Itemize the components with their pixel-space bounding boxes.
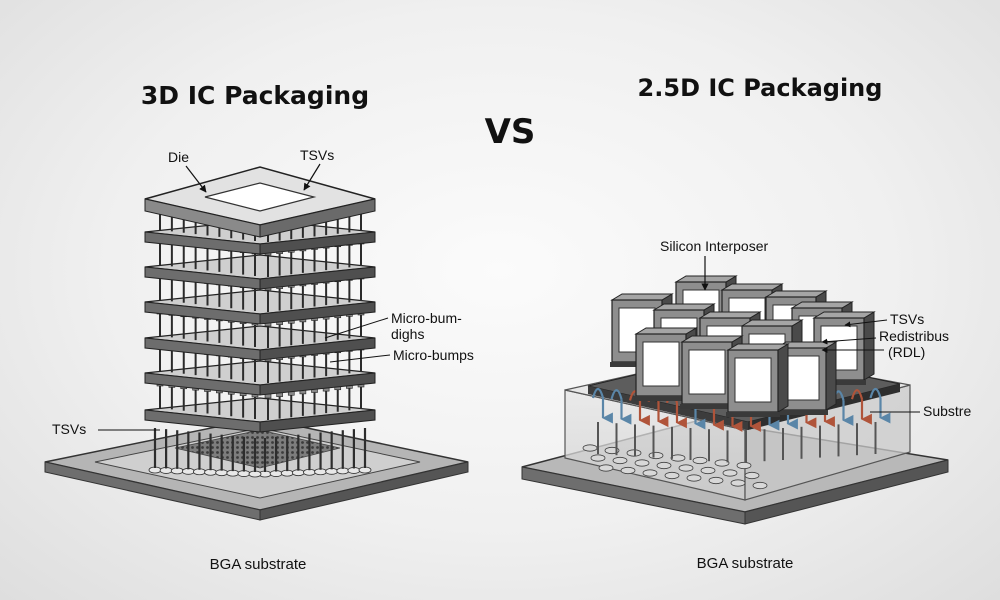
bga-ball xyxy=(752,481,768,490)
bga-ball xyxy=(656,461,672,470)
bga-ball xyxy=(686,474,702,482)
rdl-trace xyxy=(869,387,882,399)
left-die-layers xyxy=(144,203,376,433)
left-bga-substrate xyxy=(44,417,469,521)
micro-bump-label-line1: Micro-bum- xyxy=(391,310,462,326)
left-labels: Die TSVs Micro-bum- dighs Micro-bumps TS… xyxy=(52,147,474,573)
top-die xyxy=(144,166,376,238)
bga-ball xyxy=(670,454,686,462)
bga-ball xyxy=(664,471,680,480)
bga-ball xyxy=(590,454,606,462)
bga-ball xyxy=(582,444,598,452)
tsvs-bottom-label: TSVs xyxy=(52,421,86,437)
interposer-label: Silicon Interposer xyxy=(660,238,769,254)
chiplet-dies xyxy=(610,275,876,417)
rdl-label-line2: (RDL) xyxy=(888,344,925,360)
chiplet-die xyxy=(680,335,744,409)
rdl-trace xyxy=(610,389,623,400)
chiplet-die xyxy=(726,343,790,417)
bga-ball xyxy=(634,459,650,467)
tsvs-right-label: TSVs xyxy=(890,311,924,327)
bga-ball xyxy=(692,456,708,465)
bga-ball xyxy=(722,469,738,477)
bga-ball xyxy=(700,466,716,475)
right-substrate-label: BGA substrate xyxy=(697,555,794,572)
bga-ball xyxy=(620,466,636,475)
rdl-trace xyxy=(591,387,605,399)
bga-ball xyxy=(736,461,752,470)
rdl-trace xyxy=(850,389,864,400)
right-title: 2.5D IC Packaging xyxy=(638,74,883,102)
rdl-label-line1: Redistribus xyxy=(879,328,949,344)
3d-ic-stack xyxy=(44,166,469,521)
left-substrate-label: BGA substrate xyxy=(210,556,307,573)
bga-ball xyxy=(678,464,694,472)
left-bottom-tsv-pins xyxy=(153,428,367,472)
bga-ball xyxy=(642,469,658,477)
bga-ball xyxy=(612,456,628,465)
bga-ball xyxy=(730,479,746,487)
die-layer xyxy=(144,344,376,396)
bga-ball xyxy=(714,459,730,467)
bga-ball xyxy=(744,471,760,480)
bga-ball xyxy=(708,476,724,485)
micro-bump-label-line2: dighs xyxy=(391,326,424,342)
substrate-side-label: Substre xyxy=(923,403,971,419)
right-labels: Silicon Interposer TSVs Redistribus (RDL… xyxy=(660,238,971,572)
vs-label: VS xyxy=(485,112,536,152)
die-layer xyxy=(144,238,376,290)
bga-ball xyxy=(648,451,664,460)
micro-bumps-label: Micro-bumps xyxy=(393,347,474,363)
2-5d-ic-assembly xyxy=(521,275,949,525)
bga-ball xyxy=(598,464,614,472)
tsvs-top-label: TSVs xyxy=(300,147,334,163)
die-label: Die xyxy=(168,149,189,165)
left-title: 3D IC Packaging xyxy=(141,81,369,110)
